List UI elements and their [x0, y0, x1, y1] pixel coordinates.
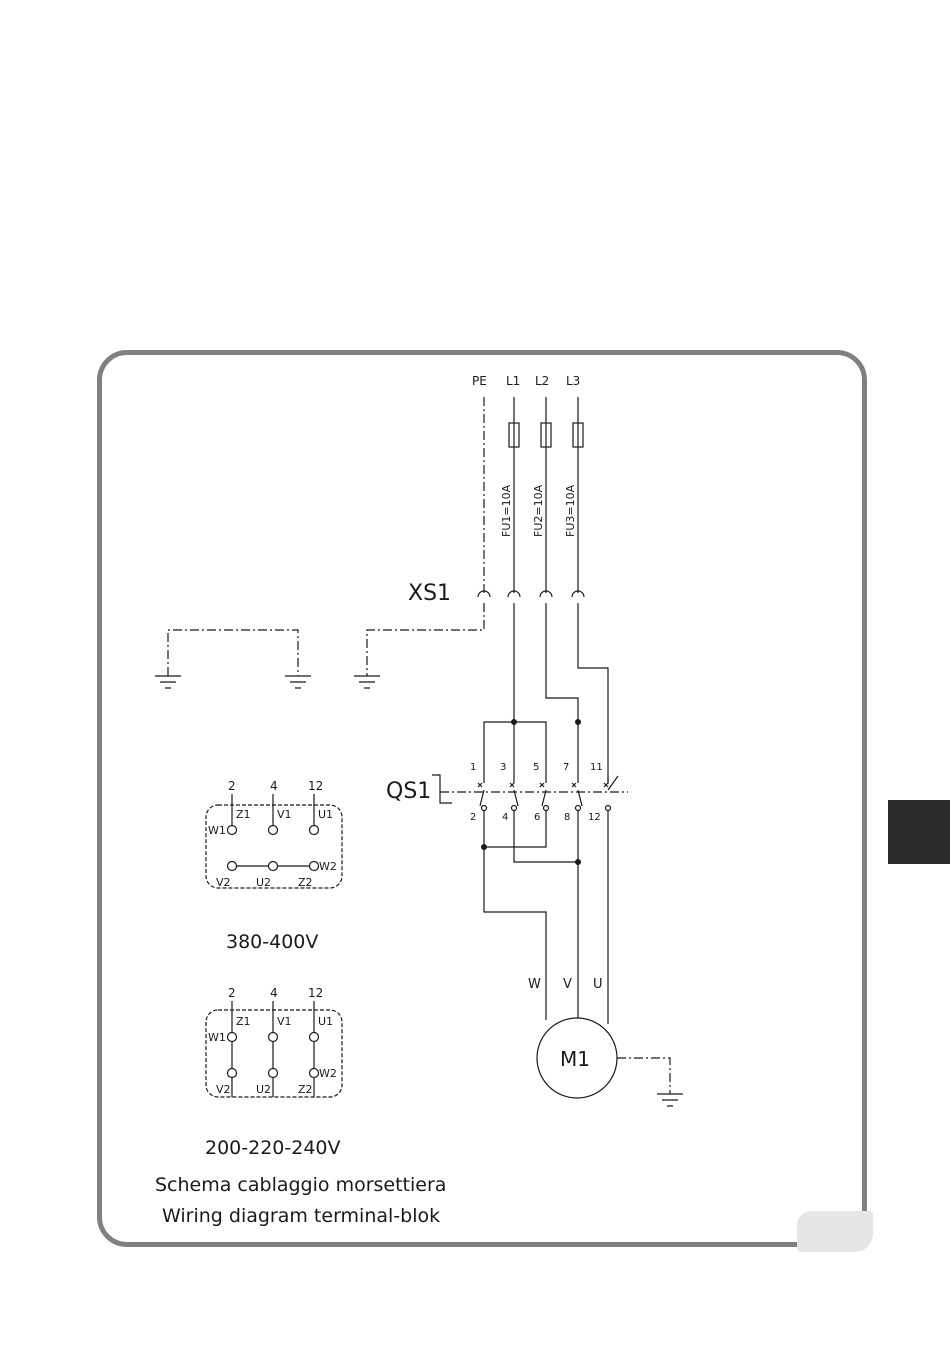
fuse-label-fu2: FU2=10A [532, 484, 545, 537]
svg-text:3: 3 [500, 762, 506, 773]
junction-dot [575, 719, 581, 725]
motor-phase-labels: W V U [528, 977, 603, 992]
svg-text:1: 1 [470, 762, 476, 773]
switch-contacts [478, 776, 618, 812]
svg-text:11: 11 [590, 762, 603, 773]
caption-english: Wiring diagram terminal-blok [162, 1205, 440, 1227]
svg-text:V2: V2 [216, 1083, 231, 1096]
svg-text:Z2: Z2 [298, 1083, 313, 1096]
svg-text:12: 12 [308, 986, 323, 1000]
svg-text:V1: V1 [277, 1015, 292, 1028]
caption-italian: Schema cablaggio morsettiera [155, 1174, 446, 1196]
svg-text:W2: W2 [319, 860, 337, 873]
svg-text:U1: U1 [318, 808, 333, 821]
fuse-label-fu3: FU3=10A [564, 484, 577, 537]
ground-icon [657, 1094, 683, 1106]
l3-lower [578, 603, 608, 784]
svg-text:U: U [593, 977, 603, 992]
supply-label-l2: L2 [535, 374, 549, 388]
svg-text:W2: W2 [319, 1067, 337, 1080]
junction-dot [575, 859, 581, 865]
ground-icon [155, 676, 380, 688]
switch-terminal-top: 1 3 5 7 11 [470, 762, 603, 773]
ground-bridge [168, 630, 298, 676]
svg-text:5: 5 [533, 762, 539, 773]
junction-dot [481, 844, 487, 850]
svg-text:W1: W1 [208, 1031, 226, 1044]
motor-earth [617, 1058, 670, 1094]
connector-xs1 [478, 591, 584, 597]
svg-text:4: 4 [270, 779, 278, 793]
svg-text:2: 2 [228, 779, 236, 793]
terminal-block-220: 2 4 12 Z1 V1 U1 W1 W2 V2 U2 Z2 [206, 986, 342, 1097]
switch-terminal-bottom: 2 4 6 8 12 [470, 812, 601, 823]
svg-text:U1: U1 [318, 1015, 333, 1028]
fuses: FU1=10A FU2=10A FU3=10A [500, 423, 583, 537]
svg-text:8: 8 [564, 812, 570, 823]
svg-text:V2: V2 [216, 876, 231, 889]
voltage-label-220: 200-220-240V [205, 1137, 341, 1159]
switch-label: QS1 [386, 779, 431, 804]
svg-text:12: 12 [588, 812, 601, 823]
svg-text:U2: U2 [256, 876, 271, 889]
fuse-label-fu1: FU1=10A [500, 484, 513, 537]
svg-text:2: 2 [470, 812, 476, 823]
supply-label-l3: L3 [566, 374, 580, 388]
voltage-label-380: 380-400V [226, 931, 318, 953]
switch-operator [432, 775, 452, 803]
terminal-block-380: 2 4 12 Z1 V1 U1 W1 W2 V2 U2 Z2 [206, 779, 342, 889]
pe-route [367, 603, 484, 676]
svg-text:2: 2 [228, 986, 236, 1000]
svg-text:W: W [528, 977, 541, 992]
svg-text:6: 6 [534, 812, 540, 823]
supply-labels: PE L1 L2 L3 [472, 374, 580, 388]
svg-text:U2: U2 [256, 1083, 271, 1096]
supply-label-l1: L1 [506, 374, 520, 388]
svg-text:7: 7 [563, 762, 569, 773]
svg-text:V: V [563, 977, 572, 992]
svg-text:Z1: Z1 [236, 1015, 251, 1028]
svg-text:Z1: Z1 [236, 808, 251, 821]
junction-dot [511, 719, 517, 725]
svg-text:W1: W1 [208, 824, 226, 837]
svg-text:4: 4 [502, 812, 508, 823]
svg-text:V1: V1 [277, 808, 292, 821]
svg-text:4: 4 [270, 986, 278, 1000]
svg-text:Z2: Z2 [298, 876, 313, 889]
l2-lower [546, 603, 578, 722]
connector-label: XS1 [408, 581, 451, 606]
svg-text:12: 12 [308, 779, 323, 793]
motor-label: M1 [560, 1047, 590, 1071]
supply-label-pe: PE [472, 374, 487, 388]
